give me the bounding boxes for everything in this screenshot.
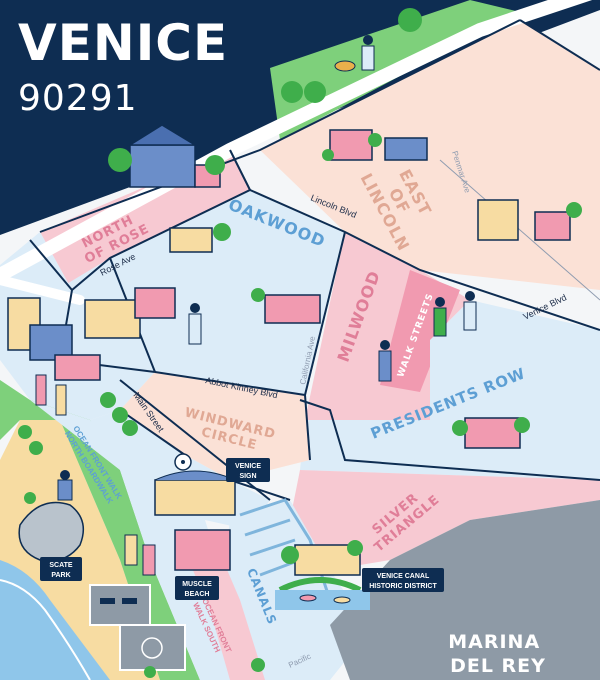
skate-park-area [18,501,85,562]
house-icon [127,124,221,188]
palm-tree-icon [18,392,138,455]
svg-text:SCATE: SCATE [49,562,73,569]
svg-text:VENICE: VENICE [235,463,261,470]
oakwood-zone [40,190,345,395]
city-name: VENICE [18,14,229,72]
ocean-wave [0,579,91,680]
skate-park-tag: SCATE PARK [40,557,82,581]
skater-icon [24,470,73,504]
svg-text:BEACH: BEACH [185,591,210,598]
svg-text:MUSCLE: MUSCLE [182,581,212,588]
muscle-beach-tag: MUSCLE BEACH [175,576,219,600]
west-zone [0,232,155,420]
house-icon [84,287,176,339]
marina-del-rey-zone [330,500,600,680]
house-icon [154,470,236,516]
house-icon [174,529,231,571]
windward-circle-zone [120,372,310,480]
person-icon [378,291,477,382]
house-icon [7,297,101,381]
ocean [0,560,110,680]
palm-tree-icon [108,148,225,175]
court-circle [141,637,163,659]
map-title: VENICE 90291 [18,18,228,119]
svg-text:PARK: PARK [51,572,70,579]
house-icon [322,129,428,161]
marina-del-rey-label: MARINA DEL REY [448,631,548,677]
tree-icon [281,8,422,103]
canal-historic-tag: VENICE CANAL HISTORIC DISTRICT [362,568,444,592]
dog-icon [334,60,356,72]
house-icon [169,223,231,253]
boardwalk [30,400,250,680]
svg-text:SIGN: SIGN [239,473,256,480]
silver-triangle-zone [290,470,600,570]
presidents-row-zone [300,300,600,480]
house-icon [452,417,530,449]
person-icon [144,658,265,678]
house-icon [275,540,370,610]
person-icon [124,534,156,576]
svg-text:HISTORIC DISTRICT: HISTORIC DISTRICT [369,583,437,590]
roundabout-icon [174,453,192,471]
basketball-court-icon [119,624,186,671]
roads [0,0,593,305]
bench-icon [100,598,137,604]
basketball-court-icon [89,584,151,626]
person-icon [361,35,375,71]
svg-text:VENICE CANAL: VENICE CANAL [377,573,430,580]
zip-code: 90291 [18,78,138,119]
house-icon [251,288,321,324]
boat-icon [299,594,351,604]
house-icon [477,199,582,241]
person-icon [188,303,202,345]
venice-sign-tag: VENICE SIGN [226,458,270,482]
person-icon [35,374,67,416]
